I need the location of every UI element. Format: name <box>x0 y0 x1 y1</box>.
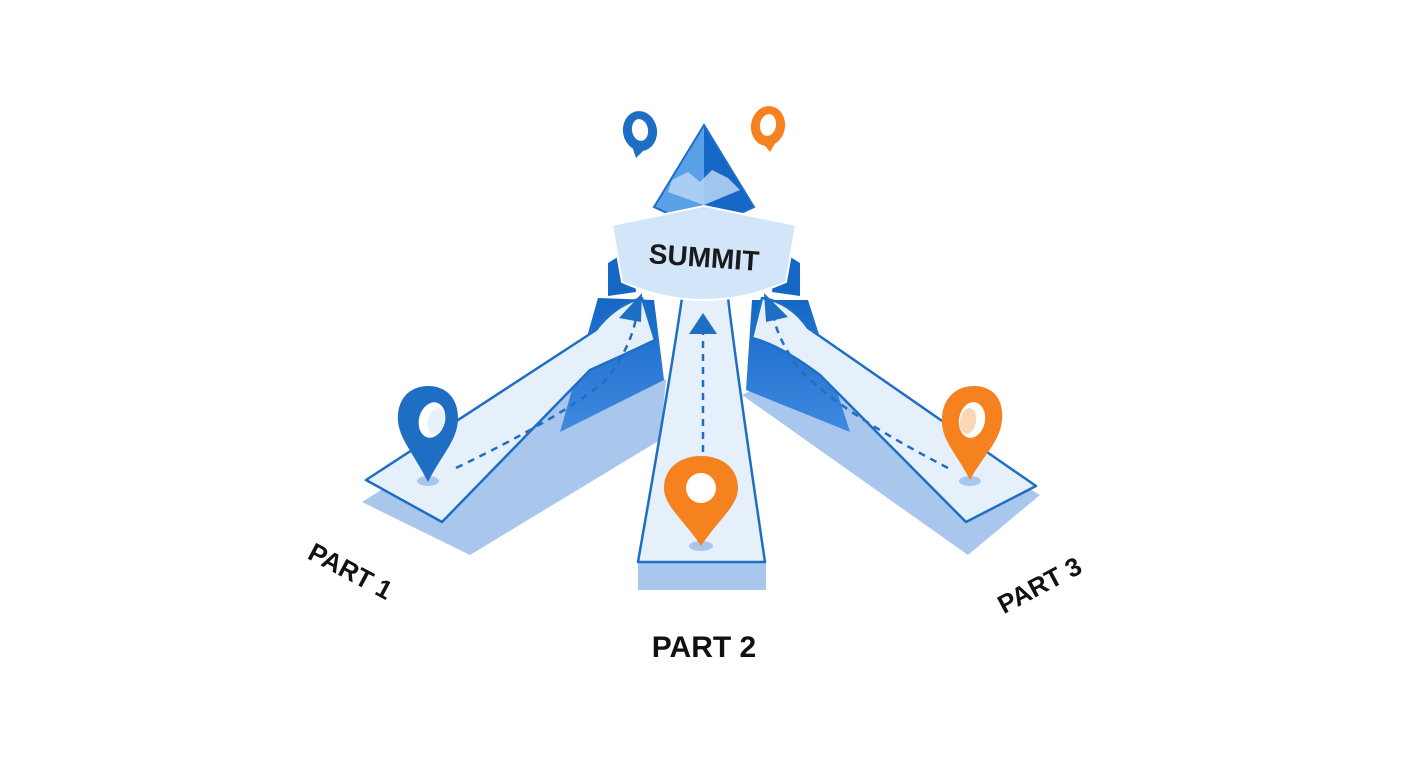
floating-blue-marker-icon <box>622 111 658 158</box>
part-1-label: PART 1 <box>303 537 397 606</box>
part-3-location-pin-icon <box>941 386 1003 486</box>
part-3-label: PART 3 <box>993 551 1087 620</box>
summit-banner: SUMMIT <box>608 204 800 302</box>
direction-arrows <box>619 293 788 334</box>
summit-label: SUMMIT <box>648 238 760 277</box>
part-2-location-pin-icon <box>664 456 738 551</box>
route-3-dashed-line <box>772 317 949 470</box>
part-1-location-pin-icon <box>397 386 458 486</box>
path-2-shadow <box>638 562 766 590</box>
floating-orange-marker-icon <box>750 106 786 152</box>
peak-snow-cap <box>668 170 740 205</box>
part-2-label: PART 2 <box>652 631 756 664</box>
peak-right-face <box>704 125 754 230</box>
arrow-1-icon <box>619 293 642 322</box>
dashed-routes <box>455 317 949 470</box>
banner-body <box>610 204 798 302</box>
path-part-1 <box>364 296 657 524</box>
arrow-3-icon <box>764 293 788 322</box>
arrow-2-icon <box>689 313 717 334</box>
route-1-dashed-line <box>455 317 638 470</box>
